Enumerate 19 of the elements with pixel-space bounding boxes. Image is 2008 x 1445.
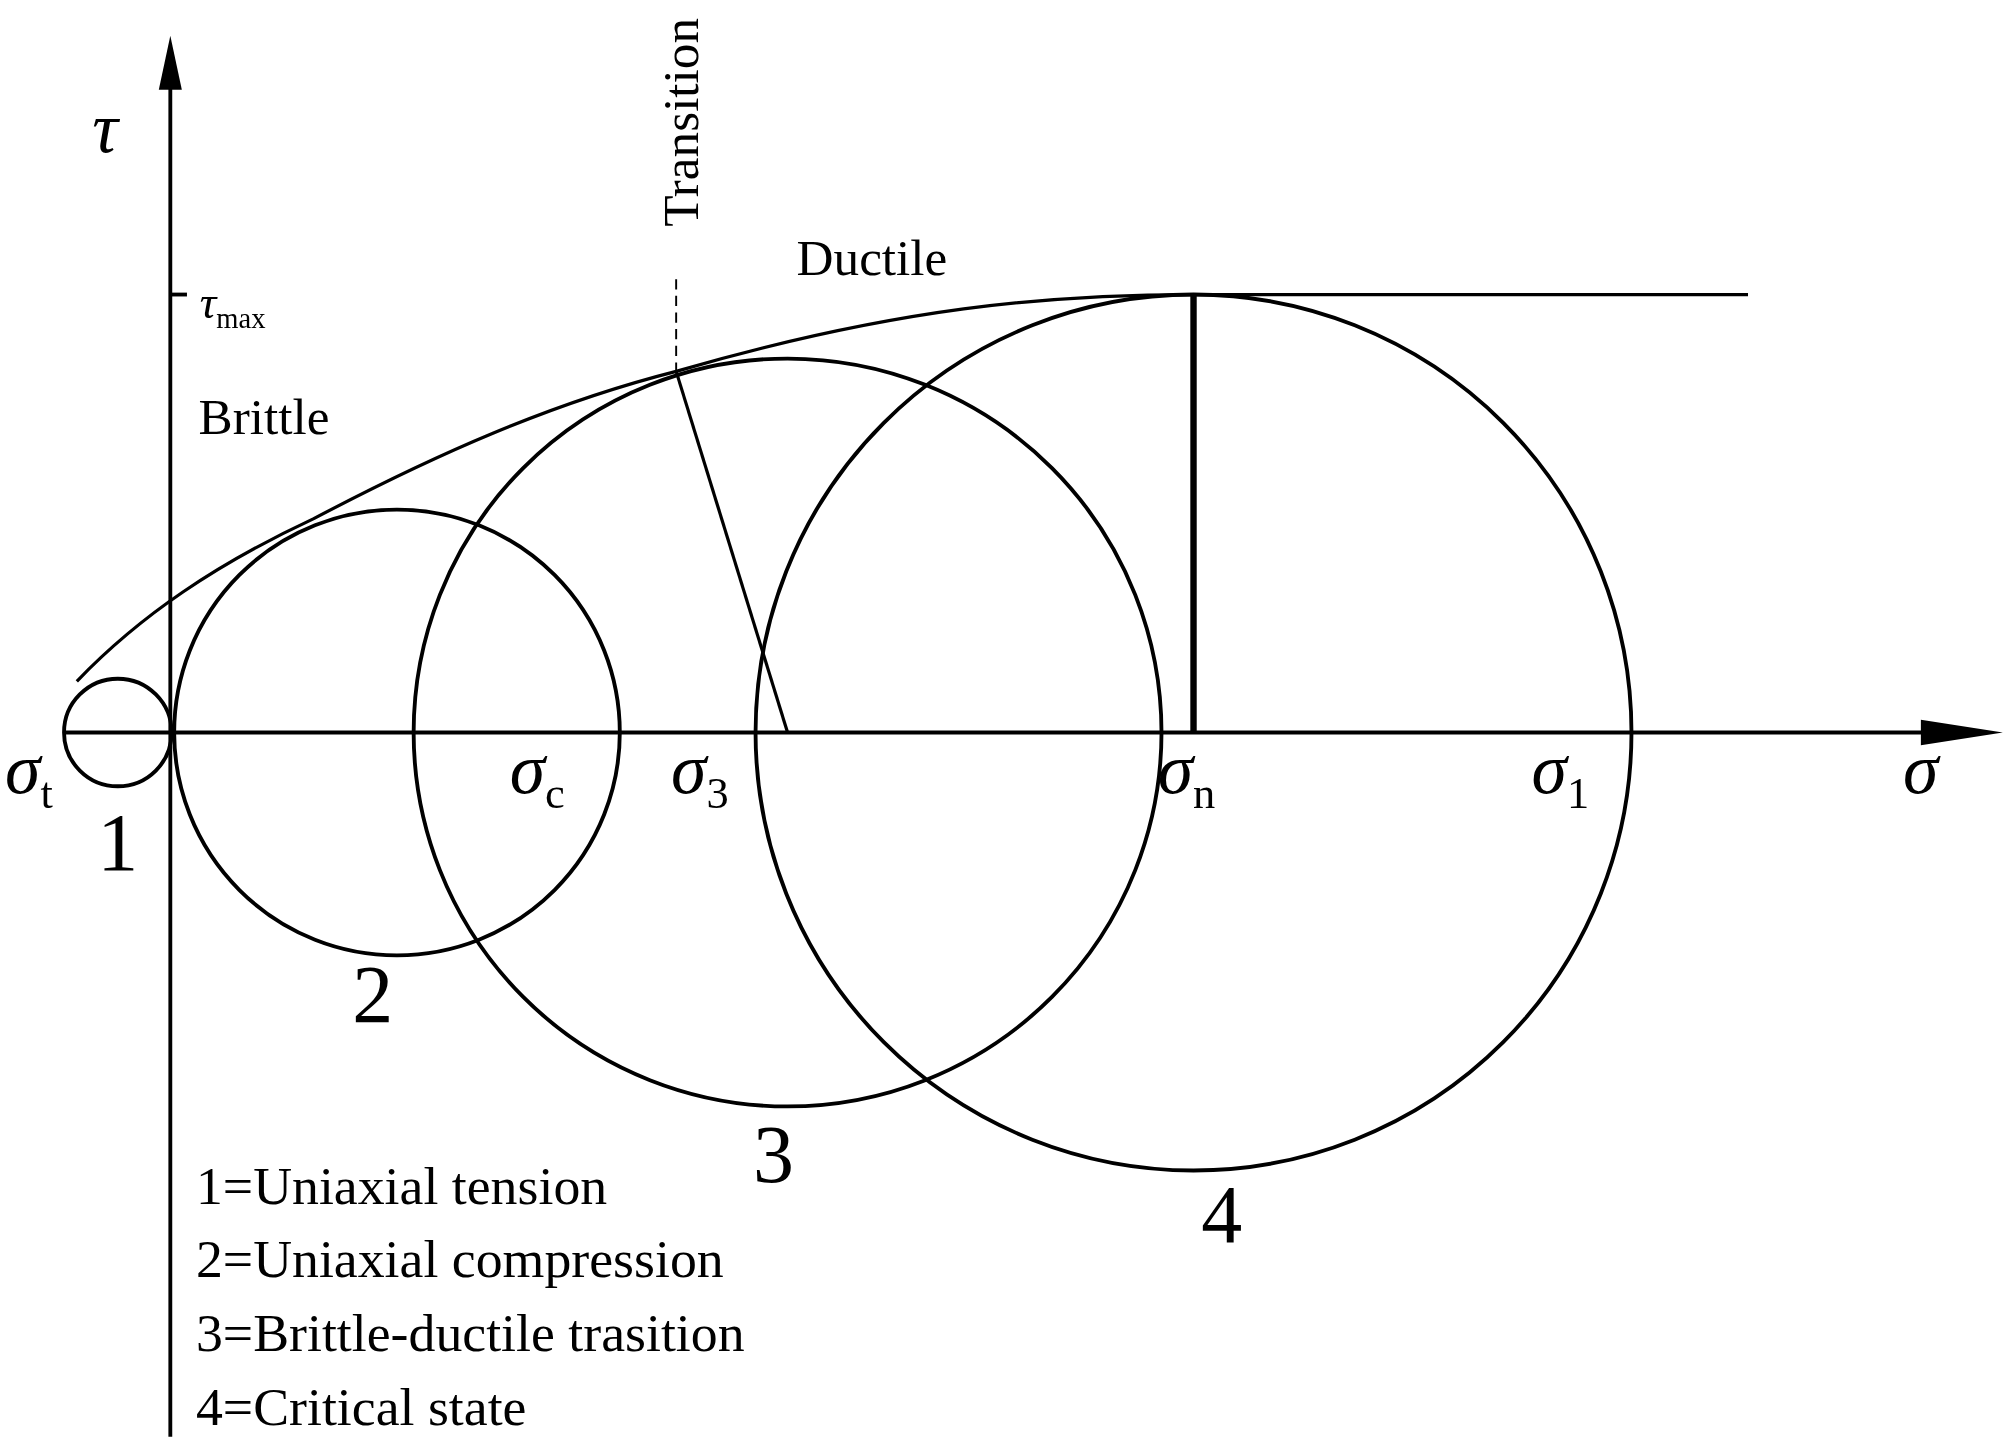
stress-label: σ$_{3}$ xyxy=(671,732,729,817)
circle-number: 3 xyxy=(753,1114,794,1197)
circle-number: 2 xyxy=(352,954,394,1036)
legend-text: 4=Critical state xyxy=(195,1380,527,1435)
stress-label: σ$_{1}$ xyxy=(1531,732,1590,817)
legend-text: 3=Brittle-ductile trasition xyxy=(195,1306,745,1360)
region-label: Transition xyxy=(655,17,707,227)
legend-text: 1=Uniaxial tension xyxy=(195,1158,608,1213)
axis-label: σ xyxy=(1902,732,1939,805)
axis-label: τ xyxy=(92,92,118,164)
stress-label: σ$_{t}$ xyxy=(5,732,53,817)
region-label: Brittle xyxy=(198,391,330,444)
axis-tick-label: τ$_{max}$ xyxy=(199,279,266,334)
legend-text: 2=Uniaxial compression xyxy=(195,1231,724,1286)
circle-number: 1 xyxy=(97,801,139,884)
region-label: Ductile xyxy=(796,233,948,285)
circle-number: 4 xyxy=(1201,1174,1243,1257)
stress-label: σ$_{n}$ xyxy=(1157,732,1216,817)
stress-label: σ$_{c}$ xyxy=(509,732,565,817)
